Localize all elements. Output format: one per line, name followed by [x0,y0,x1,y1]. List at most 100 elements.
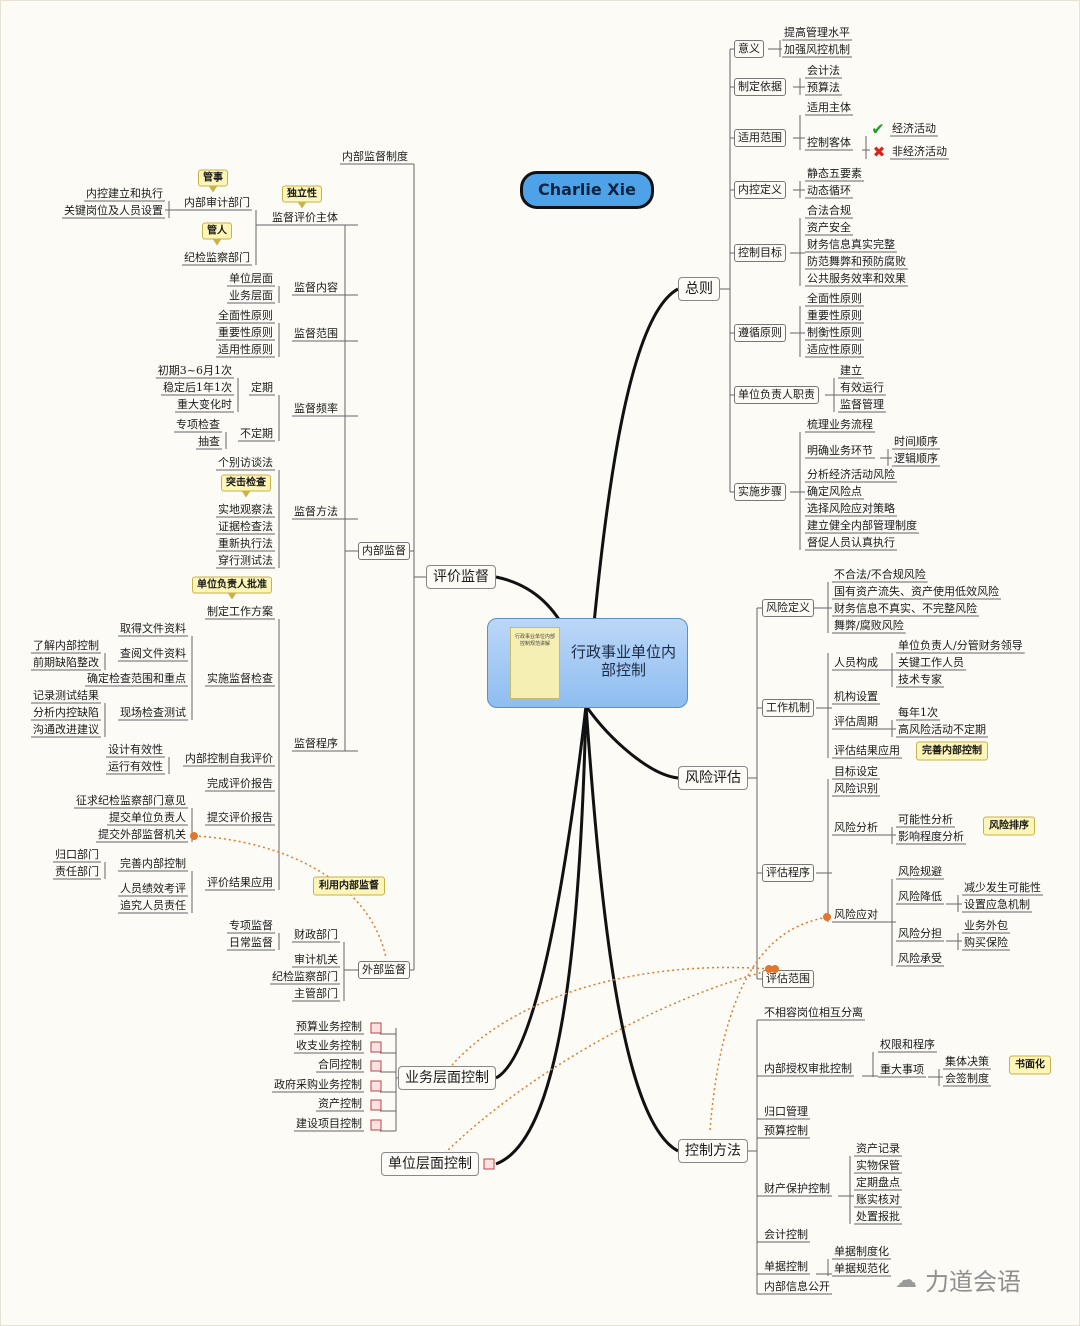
leaf[interactable]: 专项检查 [176,418,220,431]
node-neibu[interactable]: 内部监督 [358,542,410,560]
leaf[interactable]: 记录测试结果 [33,689,99,702]
leaf[interactable]: 选择风险应对策略 [807,502,895,515]
node-mubiao[interactable]: 控制目标 [734,244,786,262]
leaf[interactable]: 不相容岗位相互分离 [764,1006,863,1019]
leaf[interactable]: 日常监督 [229,936,273,949]
leaf[interactable]: 了解内部控制 [33,639,99,652]
note-icon[interactable] [483,1158,495,1170]
leaf[interactable]: 监督范围 [294,327,338,340]
note-icon[interactable] [370,1119,382,1131]
leaf[interactable]: 穿行测试法 [218,554,273,567]
node-chengxu[interactable]: 评估程序 [762,864,814,882]
branch-pinggu[interactable]: 风险评估 [678,766,748,790]
leaf[interactable]: 合法合规 [807,204,851,217]
leaf[interactable]: 抽查 [198,435,220,448]
branch-zongze[interactable]: 总则 [678,277,720,301]
leaf[interactable]: 有效运行 [840,381,884,394]
leaf[interactable]: 会签制度 [945,1072,989,1085]
leaf[interactable]: 收支业务控制 [296,1039,362,1052]
node-pgfanwei[interactable]: 评估范围 [762,970,814,988]
leaf[interactable]: 重要性原则 [218,326,273,339]
leaf[interactable]: 逻辑顺序 [894,452,938,465]
leaf[interactable]: 适用主体 [807,101,851,114]
leaf[interactable]: 业务外包 [964,919,1008,932]
leaf[interactable]: 提交外部监督机关 [98,828,186,841]
leaf[interactable]: 适应性原则 [807,343,862,356]
leaf[interactable]: 评估结果应用 [834,744,900,757]
leaf[interactable]: 制衡性原则 [807,326,862,339]
leaf[interactable]: 会计控制 [764,1228,808,1241]
leaf[interactable]: 纪检监察部门 [184,251,250,264]
branch-danwei[interactable]: 单位层面控制 [381,1152,479,1176]
leaf[interactable]: 技术专家 [898,673,942,686]
leaf[interactable]: 查阅文件资料 [120,647,186,660]
leaf[interactable]: 提交单位负责人 [109,811,186,824]
leaf[interactable]: 全面性原则 [218,309,273,322]
note-icon[interactable] [370,1022,382,1034]
leaf[interactable]: 完善内部控制 [120,857,186,870]
leaf[interactable]: 会计法 [807,64,840,77]
leaf[interactable]: 风险分析 [834,821,878,834]
leaf[interactable]: 风险应对 [834,908,878,921]
leaf[interactable]: 定期盘点 [856,1176,900,1189]
leaf[interactable]: 不合法/不合规风险 [834,568,926,581]
leaf[interactable]: 实地观察法 [218,503,273,516]
note-icon[interactable] [370,1060,382,1072]
leaf[interactable]: 建立健全内部管理制度 [807,519,917,532]
leaf[interactable]: 明确业务环节 [807,444,873,457]
leaf[interactable]: 沟通改进建议 [33,723,99,736]
node-zhiding[interactable]: 制定依据 [734,78,786,96]
leaf[interactable]: 设计有效性 [108,743,163,756]
leaf-no[interactable]: 非经济活动 [892,145,947,158]
leaf[interactable]: 目标设定 [834,765,878,778]
note-icon[interactable] [370,1080,382,1092]
leaf[interactable]: 不定期 [240,427,273,440]
leaf[interactable]: 制定工作方案 [207,605,273,618]
leaf[interactable]: 人员构成 [834,656,878,669]
leaf[interactable]: 减少发生可能性 [964,881,1041,894]
leaf[interactable]: 重要性原则 [807,309,862,322]
node-waibu[interactable]: 外部监督 [358,961,410,979]
leaf[interactable]: 内部控制自我评价 [185,752,273,765]
leaf[interactable]: 内部审计部门 [184,196,250,209]
leaf[interactable]: 防范舞弊和预防腐败 [807,255,906,268]
leaf-yes[interactable]: 经济活动 [892,122,936,135]
leaf[interactable]: 纪检监察部门 [272,970,338,983]
leaf[interactable]: 内部监督制度 [342,150,408,163]
leaf[interactable]: 审计机关 [294,953,338,966]
leaf[interactable]: 机构设置 [834,690,878,703]
leaf[interactable]: 人员绩效考评 [120,882,186,895]
leaf[interactable]: 风险降低 [898,890,942,903]
note-icon[interactable] [370,1041,382,1053]
leaf[interactable]: 关键工作人员 [898,656,964,669]
leaf[interactable]: 分析内控缺陷 [33,706,99,719]
leaf[interactable]: 梳理业务流程 [807,418,873,431]
leaf[interactable]: 重大事项 [880,1063,924,1076]
leaf[interactable]: 证据检查法 [218,520,273,533]
branch-jiandu[interactable]: 评价监督 [426,565,496,589]
leaf[interactable]: 重大变化时 [177,398,232,411]
node-fxdingyi[interactable]: 风险定义 [762,599,814,617]
leaf[interactable]: 内部授权审批控制 [764,1062,852,1075]
leaf[interactable]: 预算控制 [764,1124,808,1137]
leaf[interactable]: 专项监督 [229,919,273,932]
note-icon[interactable] [370,1099,382,1111]
node-fanwei[interactable]: 适用范围 [734,129,786,147]
leaf[interactable]: 财产保护控制 [764,1182,830,1195]
leaf[interactable]: 财务信息不真实、不完整风险 [834,602,977,615]
leaf[interactable]: 风险识别 [834,782,878,795]
leaf[interactable]: 实施监督检查 [207,672,273,685]
leaf[interactable]: 取得文件资料 [120,622,186,635]
node-yuanze[interactable]: 遵循原则 [734,324,786,342]
leaf[interactable]: 设置应急机制 [964,898,1030,911]
leaf[interactable]: 每年1次 [898,706,938,719]
leaf[interactable]: 风险分担 [898,927,942,940]
leaf[interactable]: 舞弊/腐败风险 [834,619,904,632]
leaf[interactable]: 归口部门 [55,848,99,861]
node-fuzeren[interactable]: 单位负责人职责 [734,386,819,404]
leaf[interactable]: 财务信息真实完整 [807,238,895,251]
node-buzhou[interactable]: 实施步骤 [734,483,786,501]
leaf[interactable]: 责任部门 [55,865,99,878]
leaf[interactable]: 政府采购业务控制 [274,1078,362,1091]
leaf[interactable]: 单位层面 [229,272,273,285]
